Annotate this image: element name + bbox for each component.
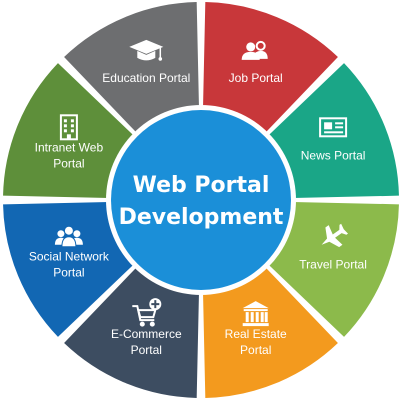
segment-intranet-wedge [3,63,135,198]
segment-news: News Portal [267,63,399,198]
shopping-cart-plus-icon [132,298,162,327]
segment-news-wedge [267,63,399,198]
center-title-line1: Web Portal [133,173,270,198]
people-group-icon [54,225,83,248]
segment-intranet-label: Portal [53,156,84,170]
users-icon [241,40,268,60]
segment-education: Education Portal [64,2,199,134]
bank-building-icon [242,301,269,327]
segment-realestate-label: Real Estate [225,327,287,341]
segment-ecommerce-label: E-Commerce [111,327,182,341]
graduation-cap-icon [129,39,164,61]
segment-education-wedge [64,2,199,134]
segment-job-wedge [203,2,338,134]
segment-job-label: Job Portal [229,71,283,85]
segment-social-label: Social Network [29,250,110,264]
segment-ecommerce-label: Portal [131,343,162,357]
airplane-icon [321,223,349,248]
segment-job: Job Portal [203,2,338,134]
newspaper-icon [319,117,348,138]
segment-ecommerce-wedge [64,266,199,398]
segment-social-label: Portal [53,266,84,280]
segment-travel-wedge [267,202,399,337]
segment-realestate-label: Portal [240,343,271,357]
center-title-line2: Development [119,205,284,230]
office-building-icon [59,114,78,141]
segment-social-wedge [3,202,135,337]
center-hub-circle [111,110,291,290]
segment-travel-label: Travel Portal [299,258,367,272]
segment-intranet-label: Intranet Web [35,140,104,154]
segment-travel: Travel Portal [267,202,399,337]
segment-news-label: News Portal [301,148,366,162]
segment-realestate-wedge [203,266,338,398]
segment-education-label: Education Portal [102,71,190,85]
